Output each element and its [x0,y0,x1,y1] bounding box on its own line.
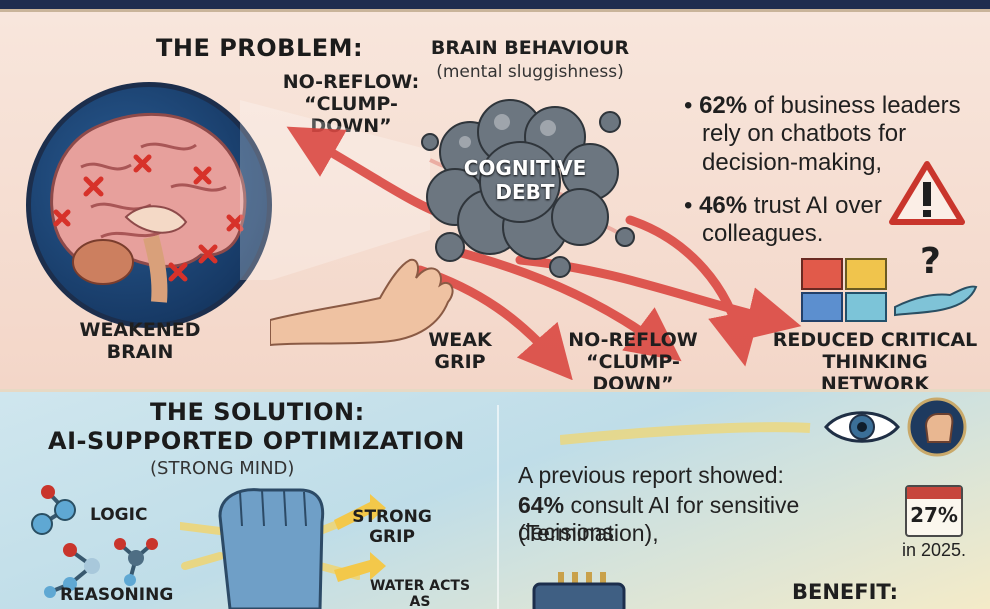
cognitive-debt-label: COGNITIVE DEBT [440,156,610,204]
cloud-line1: COGNITIVE [463,156,587,180]
water-line1: WATER ACTS [369,578,471,594]
strong-line1: STRONG [352,507,432,527]
reduced-line1: REDUCED CRITICAL [772,329,978,351]
strong-fist-icon [180,488,360,609]
strong-line2: GRIP [369,526,415,547]
top-bar [0,0,990,12]
brain-illustration [26,82,272,328]
stat1-line1: of business leaders [753,92,961,119]
benefit-label: BENEFIT: [791,580,898,604]
solution-section [0,389,990,609]
noreflow-bottom-label: NO-REFLOW “CLUMP-DOWN” [548,329,718,396]
eye-beam [560,422,811,445]
brain-behaviour-subtitle: (mental sluggishness) [436,62,624,82]
weak-grip-label: WEAK GRIP [420,329,500,374]
stat-bullet-1: • 62% of business leaders rely on chatbo… [684,92,984,177]
puzzle-icon [801,258,887,322]
problem-title: THE PROBLEM: [156,34,364,62]
stat2-line1: trust AI over [753,192,882,219]
report-line1: consult AI for sensitive decisions [518,492,800,546]
calendar-caption: in 2025. [902,540,967,560]
stat1-line2: rely on chatbots for [702,120,907,148]
water-supervisor-label: WATER ACTS AS “SUPERVISOR” [350,578,490,609]
solution-subtitle: (STRONG MIND) [150,458,295,479]
logic-label: LOGIC [90,505,148,525]
calendar-icon: 27% [905,485,963,537]
stat2-line2: colleagues. [702,220,824,248]
weakened-brain-label: WEAKENED BRAIN [70,319,210,364]
calendar-value: 27% [910,503,958,527]
weak-line2: GRIP [434,350,486,373]
solution-divider [497,405,499,609]
damage-marks [53,154,244,282]
weak-line1: WEAK [428,329,492,351]
stat1-line3: decision-making, [702,148,883,176]
report-stat: 64% consult AI for sensitive decisions [518,492,898,546]
cognitive-debt-cloud [421,99,635,278]
weakened-line1: WEAKENED [79,319,201,341]
solution-title-line1: THE SOLUTION: [150,398,365,426]
report-intro: A previous report showed: [518,462,784,488]
weakened-line2: BRAIN [106,340,174,363]
report-line2: (Termination), [518,520,659,546]
reduced-network-label: REDUCED CRITICAL THINKING NETWORK [770,329,980,396]
warning-icon [889,161,965,225]
report-value: 64% [518,492,565,518]
chip-icon [532,572,626,609]
yellow-arrows [334,494,386,582]
cloud-line2: DEBT [495,180,555,204]
brain-icon [50,112,247,303]
brain-behaviour-title: BRAIN BEHAVIOUR [430,37,630,59]
solution-title-line2: AI-SUPPORTED OPTIMIZATION [48,427,465,455]
question-hand-icon: ? [894,241,978,317]
noreflow-bottom-line1: NO-REFLOW [568,329,698,351]
fist-badge-icon [907,397,967,457]
stat-bullet-2: • 46% trust AI over colleagues. [684,192,904,249]
molecule-icons [31,485,158,598]
noreflow-top-line1: NO-REFLOW: [282,71,420,93]
svg-text:?: ? [920,241,941,282]
reasoning-label: REASONING [60,585,174,605]
stat2-value: 46% [699,192,748,219]
calendar-header [907,487,961,499]
eye-icon [824,411,900,443]
strong-grip-label: STRONG GRIP [352,507,432,547]
stat1-value: 62% [699,92,748,119]
weak-hand-icon [270,258,454,347]
water-line2: AS “SUPERVISOR” [409,594,431,609]
